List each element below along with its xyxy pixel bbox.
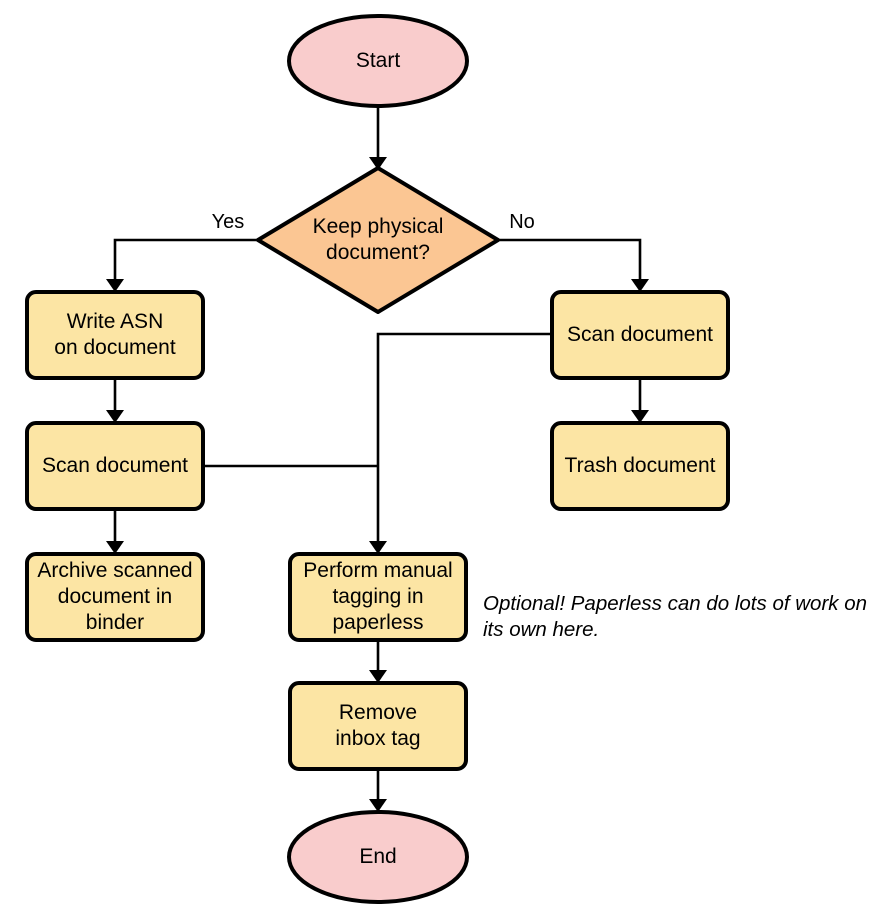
- edge-arrowhead: [106, 541, 124, 554]
- process-shape[interactable]: [25, 552, 205, 642]
- terminator-shape[interactable]: [287, 14, 469, 108]
- edge-label-decision-yes-to-write-asn: Yes: [212, 211, 245, 233]
- edge-start-to-decision: [369, 106, 387, 170]
- edge-arrowhead: [631, 279, 649, 292]
- edge-arrowhead: [106, 279, 124, 292]
- node-start[interactable]: Start: [287, 14, 469, 108]
- edge-arrowhead: [369, 670, 387, 683]
- edges-layer: Yes No: [106, 106, 649, 812]
- edge-arrowhead: [369, 157, 387, 170]
- process-shape[interactable]: [288, 681, 468, 771]
- edge-arrowhead: [369, 799, 387, 812]
- edge-scan-left-to-archive: [106, 509, 124, 554]
- edge-path: [113, 238, 258, 285]
- edge-decision-yes-to-write-asn: Yes: [106, 211, 258, 292]
- process-shape[interactable]: [25, 421, 205, 511]
- terminator-shape[interactable]: [287, 810, 469, 904]
- edge-arrowhead: [106, 410, 124, 423]
- node-label-scan_left: Scan document: [42, 454, 188, 477]
- process-shape[interactable]: [288, 552, 468, 642]
- node-end[interactable]: End: [287, 810, 469, 904]
- node-label-scan_right: Scan document: [567, 323, 713, 346]
- edge-remove-tag-to-end: [369, 769, 387, 812]
- node-trash[interactable]: Trash document: [550, 421, 730, 511]
- edge-label-decision-no-to-scan-right: No: [509, 211, 535, 233]
- edge-scan-right-to-trash: [631, 378, 649, 423]
- edge-scan-right-to-tagging: [369, 332, 552, 554]
- process-shape[interactable]: [550, 421, 730, 511]
- node-scan_right[interactable]: Scan document: [550, 290, 730, 380]
- edge-path: [498, 238, 642, 285]
- node-label-end: End: [359, 845, 396, 868]
- annotations-layer: Optional! Paperless can do lots of work …: [483, 592, 867, 641]
- node-label-start: Start: [356, 49, 401, 72]
- edge-arrowhead: [631, 410, 649, 423]
- edge-arrowhead: [369, 541, 387, 554]
- annotation-optional-note: Optional! Paperless can do lots of work …: [483, 592, 867, 641]
- decision-shape[interactable]: [256, 166, 500, 314]
- process-shape[interactable]: [25, 290, 205, 380]
- edge-decision-no-to-scan-right: No: [498, 211, 649, 292]
- edge-path: [376, 332, 552, 547]
- edge-write-asn-to-scan-left: [106, 378, 124, 423]
- node-label-trash: Trash document: [565, 454, 716, 477]
- process-shape[interactable]: [550, 290, 730, 380]
- edge-tagging-to-remove-tag: [369, 640, 387, 683]
- node-scan_left[interactable]: Scan document: [25, 421, 205, 511]
